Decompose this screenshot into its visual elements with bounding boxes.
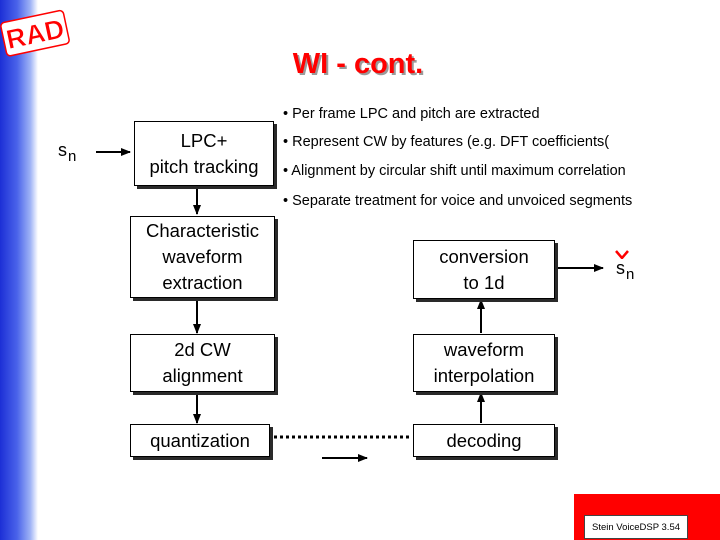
block-cw-alignment: 2d CW alignment	[130, 334, 275, 392]
slide-title: WI - cont.	[292, 48, 424, 80]
left-accent-bar	[0, 0, 38, 540]
block-decoding: decoding	[413, 424, 555, 457]
input-signal-label: sn	[58, 140, 77, 165]
footer-label: Stein VoiceDSP 3.54	[584, 515, 688, 539]
bullet-item: • Per frame LPC and pitch are extracted	[283, 106, 540, 122]
hat-icon	[615, 250, 629, 259]
bullet-item: • Represent CW by features (e.g. DFT coe…	[283, 134, 610, 150]
output-signal-label: sn	[616, 258, 635, 283]
block-cw-extraction: Characteristic waveform extraction	[130, 216, 275, 298]
block-lpc-pitch-tracking: LPC+ pitch tracking	[134, 121, 274, 186]
bullet-item: • Alignment by circular shift until maxi…	[283, 163, 626, 179]
block-quantization: quantization	[130, 424, 270, 457]
block-waveform-interpolation: waveform interpolation	[413, 334, 555, 392]
bullet-item: • Separate treatment for voice and unvoi…	[283, 193, 633, 209]
block-conversion-1d: conversion to 1d	[413, 240, 555, 299]
rad-logo: RAD	[0, 7, 73, 58]
